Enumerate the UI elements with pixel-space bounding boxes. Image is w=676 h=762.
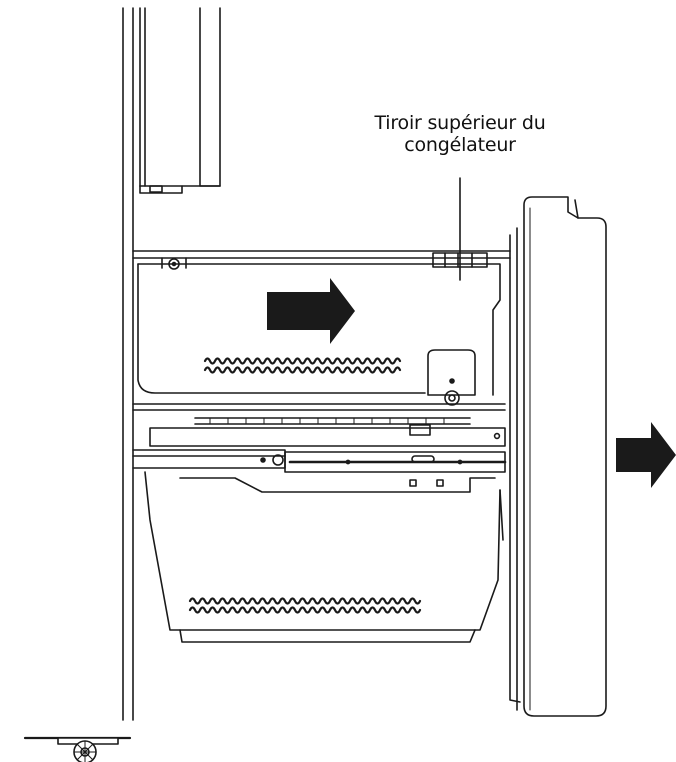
slide-rails — [132, 427, 507, 487]
cabinet-side-wall — [122, 7, 134, 721]
drawer-divider — [132, 403, 506, 436]
roller-foot — [23, 736, 132, 762]
lower-drawer-vent — [188, 597, 422, 614]
upper-drawer — [132, 250, 511, 406]
arrow-right-icon — [267, 278, 355, 344]
arrow-right-icon — [616, 422, 676, 488]
callout-label: Tiroir supérieur du congélateur — [340, 112, 580, 156]
upper-drawer-vent — [203, 357, 402, 374]
lower-drawer — [144, 471, 504, 643]
upper-door — [139, 7, 221, 194]
freezer-door — [509, 196, 607, 717]
callout-line-1: Tiroir supérieur du — [374, 112, 546, 134]
callout-line-2: congélateur — [404, 134, 516, 156]
